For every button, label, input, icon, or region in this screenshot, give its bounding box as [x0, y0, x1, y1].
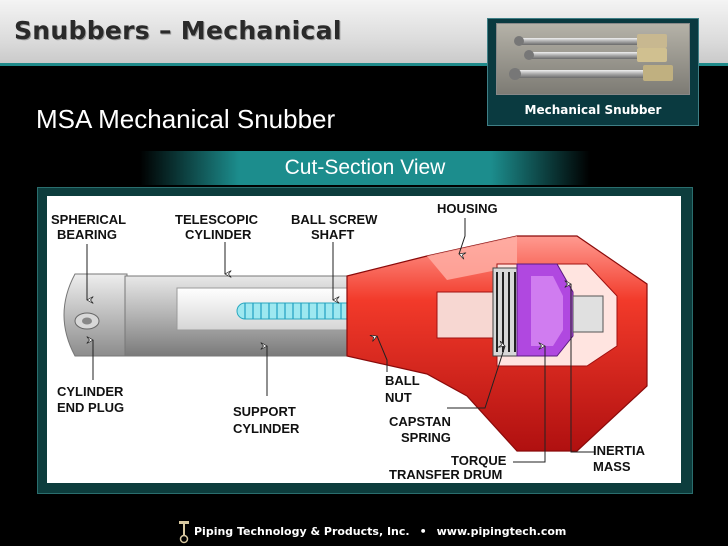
inertia-mass-part: [572, 295, 604, 333]
slide-title: Snubbers – Mechanical: [14, 16, 342, 45]
arrow-capstan-spring: [447, 346, 505, 409]
spherical-bearing-part: [63, 273, 128, 357]
header-rule: [0, 63, 728, 66]
leader-arrows: [87, 218, 595, 463]
footer-company: Piping Technology & Products, Inc.: [194, 525, 410, 538]
label-spherical-bearing: SPHERICAL BEARING: [51, 212, 130, 242]
arrow-housing: [459, 218, 465, 254]
label-inertia-mass: INERTIA MASS: [593, 443, 648, 474]
label-cylinder-end-plug: CYLINDER END PLUG: [57, 384, 127, 415]
label-capstan-spring: CAPSTAN SPRING: [389, 414, 455, 445]
arrow-inertia-mass: [571, 284, 595, 453]
snubber-1: [514, 34, 667, 48]
snubber-3: [509, 65, 673, 81]
label-ball-screw-shaft: BALL SCREW SHAFT: [291, 212, 381, 242]
company-logo-icon: [179, 521, 189, 544]
arrow-torque-drum: [513, 346, 545, 463]
label-telescopic-cylinder: TELESCOPIC CYLINDER: [175, 212, 262, 242]
product-photo-panel: Mechanical Snubber: [487, 18, 699, 126]
section-banner: Cut-Section View: [140, 151, 590, 185]
photo-caption: Mechanical Snubber: [524, 103, 662, 117]
diagram-panel: SPHERICAL BEARING TELESCOPIC CYLINDER BA…: [37, 187, 693, 494]
snubber-photo: [496, 23, 690, 95]
label-torque-transfer-drum: TORQUE TRANSFER DRUM: [389, 453, 510, 482]
label-support-cylinder: SUPPORT CYLINDER: [233, 404, 300, 436]
footer-text: Piping Technology & Products, Inc. • www.p…: [194, 525, 566, 538]
slide-subtitle: MSA Mechanical Snubber: [36, 104, 336, 134]
arrow-ball-nut: [377, 336, 388, 372]
footer-website-link[interactable]: www.pipingtech.com: [436, 525, 567, 538]
section-banner-text: Cut-Section View: [284, 156, 446, 179]
cut-section-diagram: SPHERICAL BEARING TELESCOPIC CYLINDER BA…: [47, 196, 681, 483]
label-ball-nut: BALL NUT: [385, 373, 423, 405]
label-housing: HOUSING: [437, 201, 498, 216]
torque-transfer-drum-part: [516, 263, 574, 357]
footer-separator: •: [419, 525, 427, 538]
snubber-2: [524, 48, 667, 62]
